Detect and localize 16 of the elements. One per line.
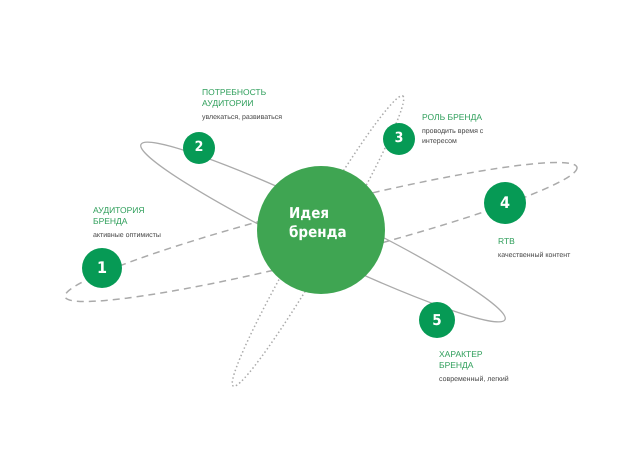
number-circle [82, 248, 122, 288]
idea-label: Идея бренда [288, 204, 348, 242]
number-circle [183, 132, 215, 164]
number-circle [383, 123, 415, 155]
step-number: 2 [194, 139, 204, 157]
section-heading: РОЛЬ БРЕНДА [422, 112, 483, 123]
step-number: 1 [96, 258, 107, 278]
number-circle [419, 302, 455, 338]
step-number: 3 [394, 130, 404, 148]
section-heading: ХАРАКТЕР БРЕНДА [439, 349, 484, 371]
section-heading: RTB [498, 236, 516, 247]
section-heading: АУДИТОРИЯ БРЕНДА [93, 205, 146, 227]
number-circle [484, 182, 526, 224]
step-number: 5 [432, 310, 442, 330]
step-number: 4 [500, 193, 510, 213]
section-heading: ПОТРЕБНОСТЬ АУДИТОРИИ [202, 87, 268, 109]
